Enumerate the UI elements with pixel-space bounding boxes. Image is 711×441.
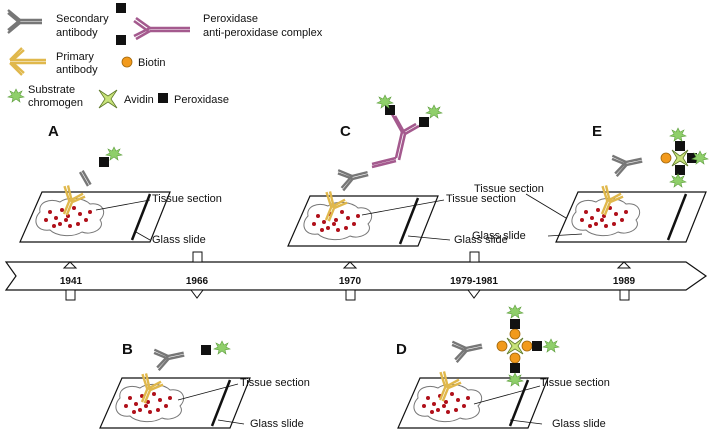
- panel-d-avidin-biotin-complex: [506, 304, 560, 387]
- panel-c-secondary-antibody: [336, 162, 372, 192]
- panel-d-biotin-icon: [496, 340, 508, 352]
- panel-a-tissue-label: Tissue section: [152, 193, 222, 205]
- panel-a-glass-label: Glass slide: [152, 234, 206, 246]
- panel-b-chromogen-icon: [213, 340, 231, 355]
- legend-peroxidase: Peroxidase: [174, 94, 229, 106]
- timeline: 1941 1966 1970 1979-1981 1989: [4, 251, 708, 301]
- panel-b-slide: [98, 376, 252, 430]
- panel-b-peroxidase-icon: [201, 345, 211, 355]
- panel-c: C Tissue section Glass slide: [286, 94, 516, 248]
- panel-c-tissue-label: Tissue section: [446, 193, 516, 205]
- legend-chromogen-line2: chromogen: [28, 97, 83, 109]
- timeline-year-1970: 1970: [339, 276, 362, 287]
- legend-primary-line2: antibody: [56, 64, 98, 76]
- legend-pap-line1: Peroxidase: [203, 13, 258, 25]
- panel-e-avidin-complex: [669, 127, 709, 188]
- panel-c-glass-label: Glass slide: [454, 234, 508, 246]
- panel-a: A Tissue section Glass slide: [18, 123, 222, 246]
- panel-d: D Tissue section Glass slide: [396, 304, 610, 430]
- panel-e: E Tissue section Glass slide: [472, 123, 709, 244]
- timeline-arrow: [4, 261, 708, 291]
- panel-c-slide: [286, 194, 440, 248]
- panel-d-tissue-label: Tissue section: [540, 377, 610, 389]
- timeline-year-1989: 1989: [613, 276, 636, 287]
- legend: Secondary antibody Peroxidase anti-perox…: [7, 3, 323, 109]
- panel-b: B Tissue section Glass slide: [98, 340, 310, 430]
- panel-d-slide: [396, 376, 550, 430]
- primary-antibody-icon: [9, 47, 46, 76]
- panel-a-peroxidase-icon: [99, 157, 109, 167]
- panel-b-letter: B: [122, 341, 133, 358]
- panel-b-tissue-label: Tissue section: [240, 377, 310, 389]
- panel-e-tissue-label: Tissue section: [474, 183, 544, 195]
- legend-avidin: Avidin: [124, 94, 154, 106]
- legend-primary-line1: Primary: [56, 51, 94, 63]
- legend-chromogen-line1: Substrate: [28, 84, 75, 96]
- timeline-year-1966: 1966: [186, 276, 209, 287]
- timeline-year-1979-1981: 1979-1981: [450, 276, 498, 287]
- panel-c-letter: C: [340, 123, 351, 140]
- panel-c-pap-complex: [371, 94, 443, 169]
- legend-biotin: Biotin: [138, 57, 166, 69]
- panel-b-secondary-antibody: [152, 342, 188, 372]
- panel-e-letter: E: [592, 123, 602, 140]
- panel-e-secondary-antibody: [610, 148, 646, 178]
- secondary-antibody-icon: [7, 9, 42, 34]
- legend-secondary-line1: Secondary: [56, 13, 109, 25]
- pap-complex-icon: [116, 3, 190, 45]
- chromogen-icon: [7, 88, 25, 103]
- biotin-icon: [121, 56, 133, 68]
- panel-d-letter: D: [396, 341, 407, 358]
- legend-pap-line2: anti-peroxidase complex: [203, 27, 323, 39]
- legend-secondary-line2: antibody: [56, 27, 98, 39]
- panel-b-glass-label: Glass slide: [250, 418, 304, 430]
- avidin-icon: [98, 89, 118, 109]
- panel-d-glass-label: Glass slide: [552, 418, 606, 430]
- panel-e-biotin-icon: [660, 152, 672, 164]
- panel-a-letter: A: [48, 123, 59, 140]
- panel-d-secondary-antibody: [450, 334, 486, 364]
- peroxidase-icon: [158, 93, 168, 103]
- panel-a-slide: [18, 190, 172, 244]
- panel-e-glass-label: Glass slide: [472, 230, 526, 242]
- timeline-year-1941: 1941: [60, 276, 83, 287]
